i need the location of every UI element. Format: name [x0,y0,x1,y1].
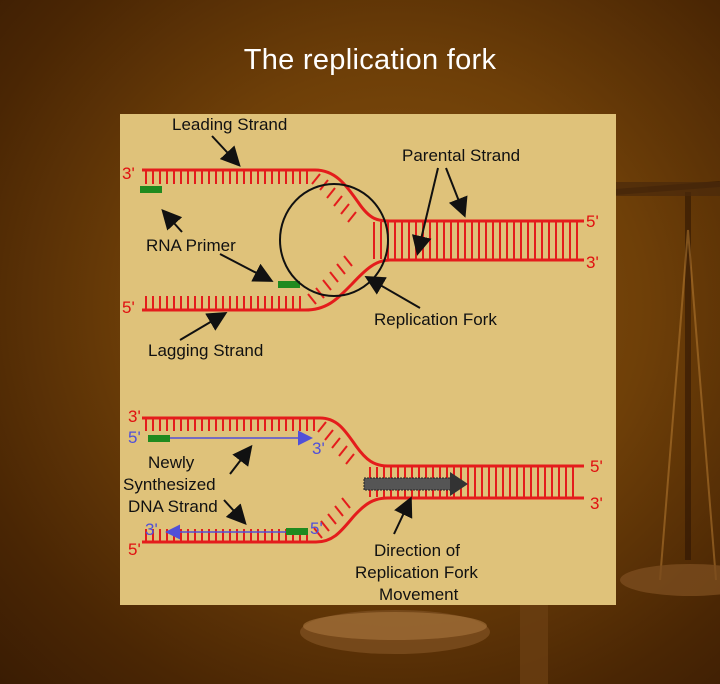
tick [331,437,341,449]
tick [334,505,344,517]
slide-title: The replication fork [243,44,497,76]
direction-arrow-pointer [393,496,413,535]
new-primer-lower [286,528,308,535]
tick [313,527,323,539]
top-lagging-backbone [142,258,584,312]
end-label-5prime-bottom-left: 5' [122,298,135,317]
end-label-bottom-3prime-blue-lower: 3' [145,520,158,539]
tick [320,520,330,532]
tick [343,255,353,267]
end-label-3prime-top-left: 3' [122,164,135,183]
leading-strand-label: Leading Strand [172,115,287,134]
end-label-bottom-5prime-blue-mid: 5' [310,519,323,538]
new-primer-upper [148,435,170,442]
tick [345,453,355,465]
replication-fork-arrow [364,276,421,309]
tick [315,287,325,299]
rna-primer-arrow-2 [219,253,274,282]
top-diagram: Leading Strand Parental Strand RNA Prime… [122,115,599,360]
leading-strand-ticks [145,171,308,184]
bottom-lower-backbone [142,496,584,544]
rna-primer-label: RNA Primer [146,236,236,255]
parental-strand-arrow-1 [411,167,439,256]
rna-primer-leading [140,186,162,193]
direction-line2: Replication Fork [355,563,478,582]
tick [329,271,339,283]
tick [311,173,321,185]
tick [336,263,346,275]
end-label-bottom-5prime-blue-top: 5' [128,428,141,447]
lagging-strand-label: Lagging Strand [148,341,263,360]
end-label-3prime-right: 3' [586,253,599,272]
rna-primer-arrow-1 [161,209,183,233]
replication-fork-diagram: Leading Strand Parental Strand RNA Prime… [122,115,603,604]
lagging-strand-arrow [179,311,228,341]
direction-line1: Direction of [374,541,460,560]
fork-direction-arrow [363,472,468,496]
end-label-bottom-3prime-right: 3' [590,494,603,513]
tick [326,187,336,199]
tick [307,293,317,305]
leading-strand-arrow [211,135,241,167]
end-label-bottom-5prime-right: 5' [590,457,603,476]
tick [340,203,350,215]
bottom-lower-ticks [145,529,308,541]
tick [338,445,348,457]
diagram-panel: Leading Strand Parental Strand RNA Prime… [120,114,616,605]
rna-primer-lagging [278,281,300,288]
tick [327,513,337,525]
end-label-bottom-3prime-blue-mid: 3' [312,439,325,458]
fork-ticks [307,173,357,305]
end-label-bottom-3prime-top-left: 3' [128,407,141,426]
newly-synthesized-line2: Synthesized [123,475,216,494]
tick [322,279,332,291]
parental-base-pairs [373,222,578,259]
tick [347,211,357,223]
newly-synthesized-line1: Newly [148,453,195,472]
tick [324,429,334,441]
newly-synthesized-arrow-up [229,444,253,475]
newly-synthesized-arrow-down [223,499,247,525]
bottom-fork-ticks [313,421,355,539]
lagging-strand-ticks [145,296,301,309]
bottom-diagram: Newly Synthesized DNA Strand Direction o… [123,407,603,604]
end-label-5prime-right: 5' [586,212,599,231]
replication-fork-circle [279,183,389,297]
bottom-upper-backbone [142,416,584,468]
parental-strand-arrow-2 [445,167,468,218]
parental-strand-label: Parental Strand [402,146,520,165]
newly-synthesized-line3: DNA Strand [128,497,218,516]
tick [341,497,351,509]
direction-line3: Movement [379,585,459,604]
top-leading-backbone [142,168,584,223]
tick [333,195,343,207]
end-label-bottom-5prime-lower-left: 5' [128,540,141,559]
bottom-upper-ticks [145,419,315,431]
replication-fork-label: Replication Fork [374,310,497,329]
tick [317,421,327,433]
